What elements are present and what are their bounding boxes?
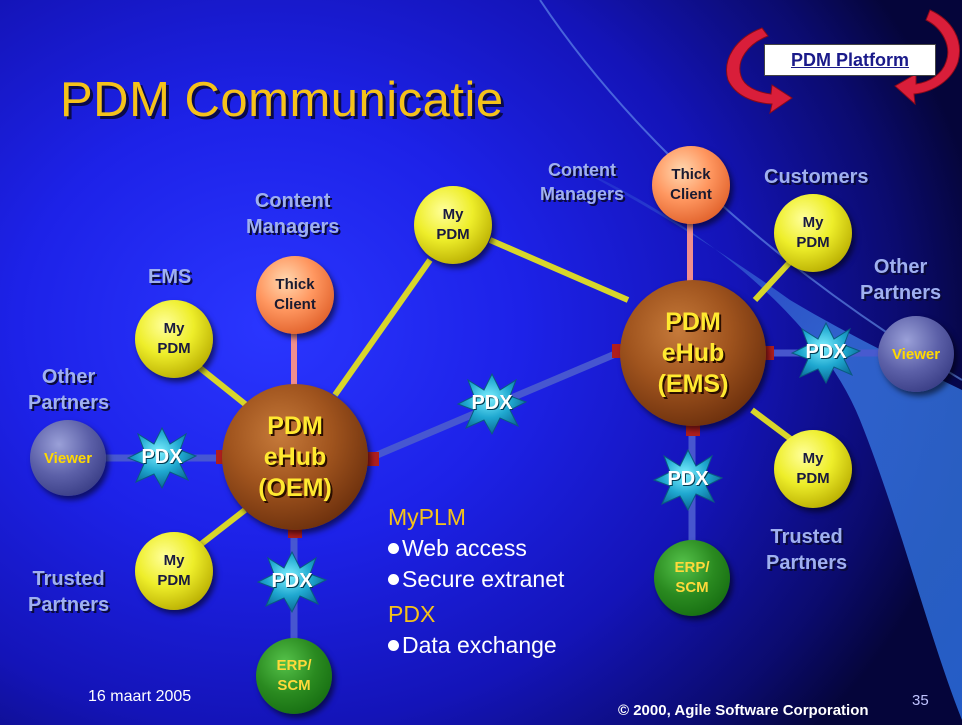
pdx-stars bbox=[126, 321, 862, 614]
viewer-right: Viewer bbox=[878, 316, 954, 392]
footer-copyright: © 2000, Agile Software Corporation bbox=[618, 702, 869, 719]
legend-text: MyPLM Web access Secure extranet PDX Dat… bbox=[388, 502, 564, 661]
legend-web-access: Web access bbox=[388, 533, 564, 564]
viewer-left: Viewer bbox=[30, 420, 106, 496]
legend-secure-extranet: Secure extranet bbox=[388, 564, 564, 595]
footer-page-number: 35 bbox=[912, 692, 929, 709]
pdx-label-left: PDX bbox=[141, 446, 183, 468]
label-ems: EMS bbox=[148, 266, 192, 288]
pdx-label-bottom-right: PDX bbox=[667, 468, 709, 490]
background-sweep bbox=[560, 160, 962, 720]
legend-myplm: MyPLM bbox=[388, 504, 466, 530]
pdm-platform-button[interactable]: PDM Platform bbox=[764, 44, 936, 76]
label-customers: Customers bbox=[764, 166, 869, 188]
footer-date: 16 maart 2005 bbox=[88, 688, 192, 705]
legend-data-exchange: Data exchange bbox=[388, 630, 564, 661]
pdx-label-center: PDX bbox=[471, 392, 513, 414]
erp-scm-right: ERP/SCM bbox=[654, 540, 730, 616]
yellow-connectors bbox=[198, 237, 794, 548]
pdx-label-right: PDX bbox=[805, 341, 847, 363]
pdx-label-bottom-left: PDX bbox=[271, 570, 313, 592]
erp-scm-left: ERP/SCM bbox=[256, 638, 332, 714]
page-title: PDM Communicatie bbox=[60, 73, 504, 127]
platform-arrows bbox=[726, 9, 960, 115]
legend-pdx: PDX bbox=[388, 601, 436, 627]
